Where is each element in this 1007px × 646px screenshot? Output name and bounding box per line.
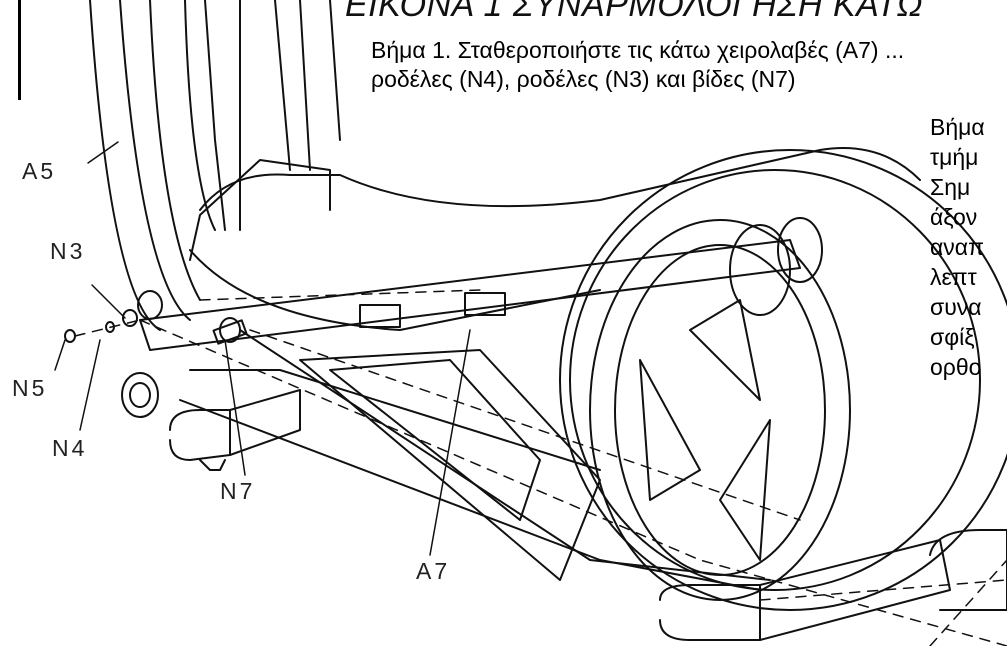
margin-rule — [18, 0, 21, 100]
step-1-line: Βήμα 1. Σταθεροποιήστε τις κάτω χειρολαβ… — [371, 37, 905, 63]
step-2-text: Βήμα τμήμ Σημ άξον αναπ λεπτ συνα σφίξ ο… — [930, 112, 985, 382]
side-plate — [299, 349, 601, 581]
label-n5: N5 — [12, 375, 48, 401]
lower-handlebar — [139, 239, 801, 351]
flywheel-housing — [559, 149, 1007, 611]
stabilizer-feet — [169, 389, 1007, 641]
step-2-line: τμήμ — [930, 144, 979, 170]
step-1-line: ροδέλες (N4), ροδέλες (N3) και βίδες (N7… — [371, 66, 796, 92]
step-2-line: σφίξ — [930, 324, 975, 350]
leader-lines — [54, 141, 471, 556]
step-2-line: Σημ — [930, 174, 971, 200]
step-1-text: Βήμα 1. Σταθεροποιήστε τις κάτω χειρολαβ… — [371, 36, 904, 94]
label-a5: A5 — [22, 158, 57, 184]
guide-lines — [74, 289, 1007, 646]
label-n3: N3 — [50, 238, 86, 264]
step-2-line: Βήμα — [930, 114, 985, 140]
step-2-line: συνα — [930, 294, 982, 320]
upright-post — [89, 0, 341, 331]
step-2-line: λεπτ — [930, 264, 977, 290]
step-2-line: άξον — [930, 204, 978, 230]
step-2-line: ορθο — [930, 354, 982, 380]
transport-wheel — [121, 372, 159, 418]
figure-title: ΕΙΚΟΝΑ 1 ΣΥΝΑΡΜΟΛΟΓΗΣΗ ΚΑΤΩ — [345, 0, 924, 24]
step-2-line: αναπ — [930, 234, 984, 260]
label-n4: N4 — [52, 435, 88, 461]
label-a7: A7 — [416, 558, 451, 584]
label-n7: N7 — [220, 478, 256, 504]
main-frame — [179, 147, 921, 591]
